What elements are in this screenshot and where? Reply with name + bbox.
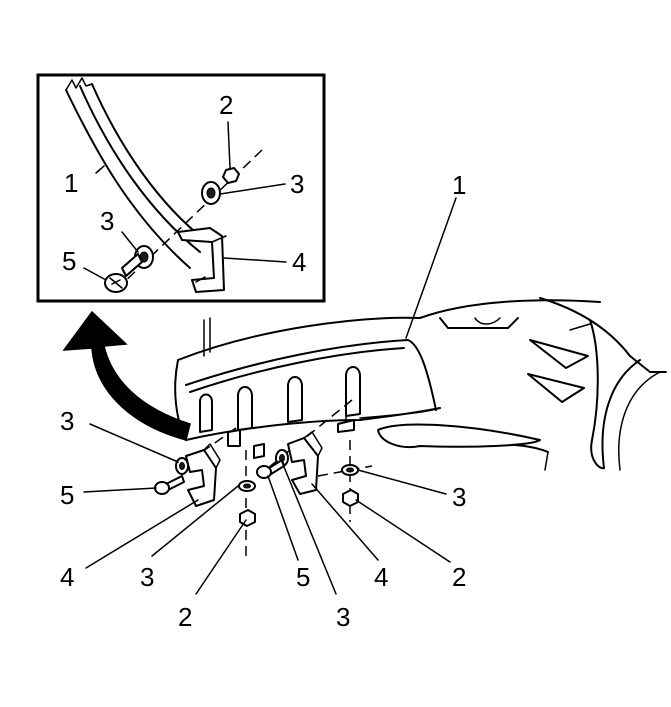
inset-callout-3-left: 3: [100, 206, 114, 236]
main-callout-2-lower-left: 2: [178, 602, 192, 632]
inset-callout-3-right: 3: [290, 169, 304, 199]
inset-leader-3-right: [219, 183, 286, 195]
inset-callout-4: 4: [292, 247, 306, 277]
right-bolt-part-5: [256, 459, 285, 479]
inner-clip-center: [253, 443, 265, 459]
main-callout-5-center: 5: [296, 562, 310, 592]
left-washer-part-3-upper: [175, 457, 189, 475]
inset-callout-2: 2: [219, 90, 233, 120]
inset-detail: 1 2 3 3 4 5: [36, 73, 326, 303]
main-callout-1: 1: [452, 170, 466, 200]
main-callout-4-left: 4: [60, 562, 74, 592]
inset-leader-5: [83, 267, 107, 281]
main-callout-3-center: 3: [336, 602, 350, 632]
left-washer-part-3-lower: [238, 480, 256, 492]
inset-frame: [36, 73, 326, 303]
main-callout-4-right: 4: [374, 562, 388, 592]
main-callout-2-right: 2: [452, 562, 466, 592]
inset-callout-1: 1: [64, 168, 78, 198]
main-callout-3-right: 3: [452, 482, 466, 512]
left-bracket-part-4: [185, 443, 221, 507]
left-nut-part-2: [239, 509, 256, 527]
inset-leader-3-left: [121, 231, 139, 253]
inset-washer-part-3-right: [201, 181, 221, 205]
right-nut-part-2: [342, 489, 359, 507]
main-callout-3-lower-left: 3: [140, 562, 154, 592]
main-leader-lines: [83, 197, 457, 595]
inset-leader-1: [95, 165, 105, 174]
inset-leader-4: [223, 257, 287, 263]
inset-bracket-part-4: [177, 227, 227, 293]
main-callout-5-left: 5: [60, 480, 74, 510]
right-washer-part-3-lower: [341, 464, 359, 476]
fascia-molding-part-1: [174, 339, 541, 448]
right-bracket-part-4: [287, 431, 323, 495]
inset-bolt-part-5: [104, 253, 143, 293]
zoom-arrow-icon: [62, 310, 191, 441]
inner-clip-left: [227, 429, 241, 447]
right-stud: [337, 411, 355, 433]
inset-nut-part-2: [222, 167, 240, 184]
inset-leader-2: [227, 121, 231, 169]
main-callout-3-upper-left: 3: [60, 406, 74, 436]
inset-callout-5: 5: [62, 246, 76, 276]
left-bolt-part-5: [154, 475, 185, 495]
